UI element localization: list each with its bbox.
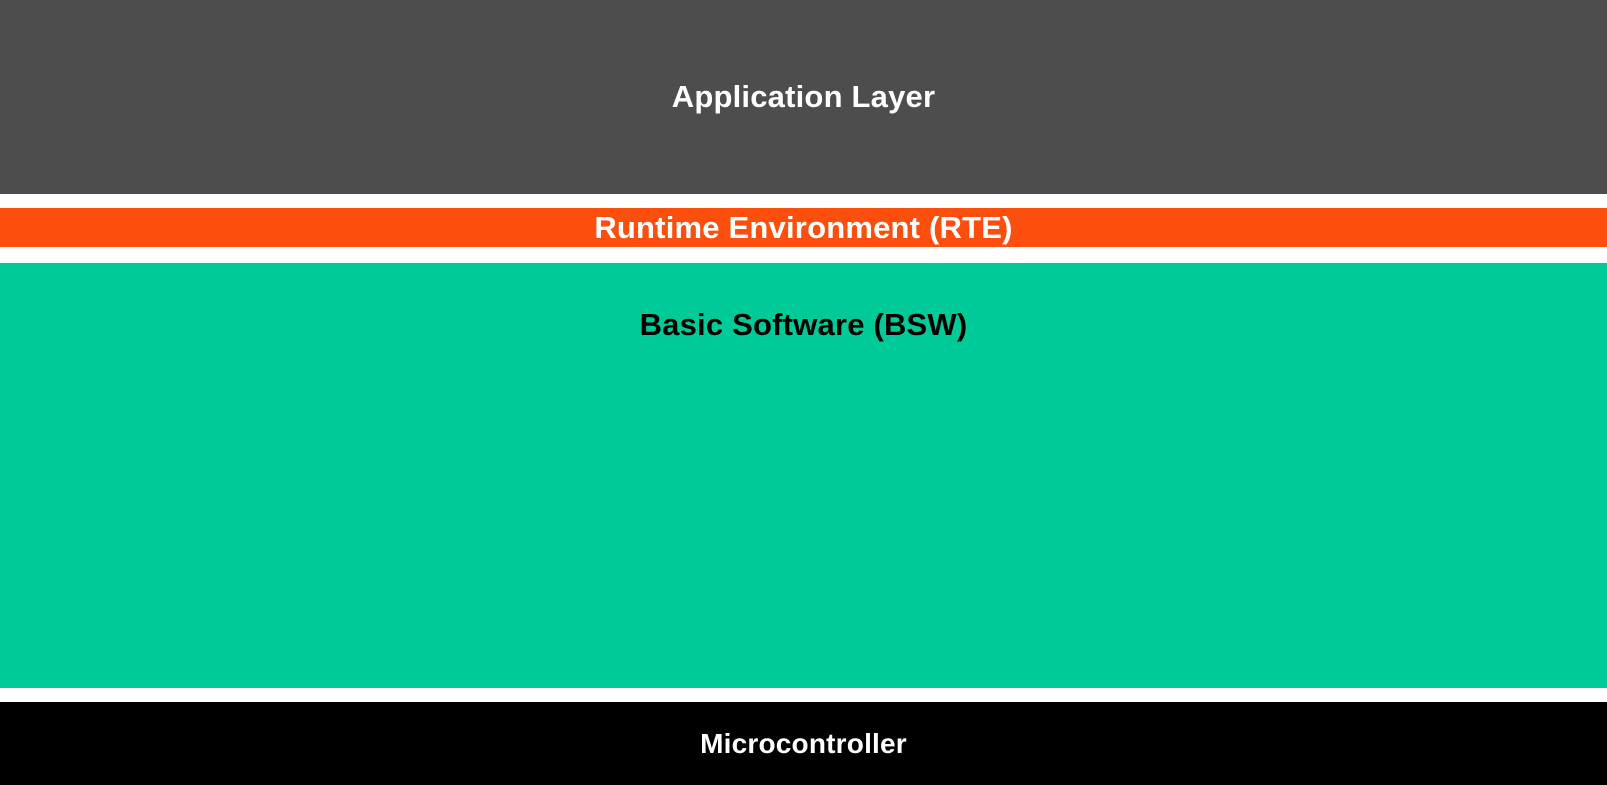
- layer-rte: Runtime Environment (RTE): [0, 208, 1607, 247]
- layer-rte-label: Runtime Environment (RTE): [594, 209, 1013, 245]
- layer-bsw-label: Basic Software (BSW): [639, 307, 968, 342]
- layer-bsw: Basic Software (BSW): [0, 263, 1607, 688]
- layer-application-label: Application Layer: [671, 79, 936, 114]
- layer-application: Application Layer: [0, 0, 1607, 194]
- layer-microcontroller-label: Microcontroller: [700, 727, 907, 759]
- layer-microcontroller: Microcontroller: [0, 702, 1607, 785]
